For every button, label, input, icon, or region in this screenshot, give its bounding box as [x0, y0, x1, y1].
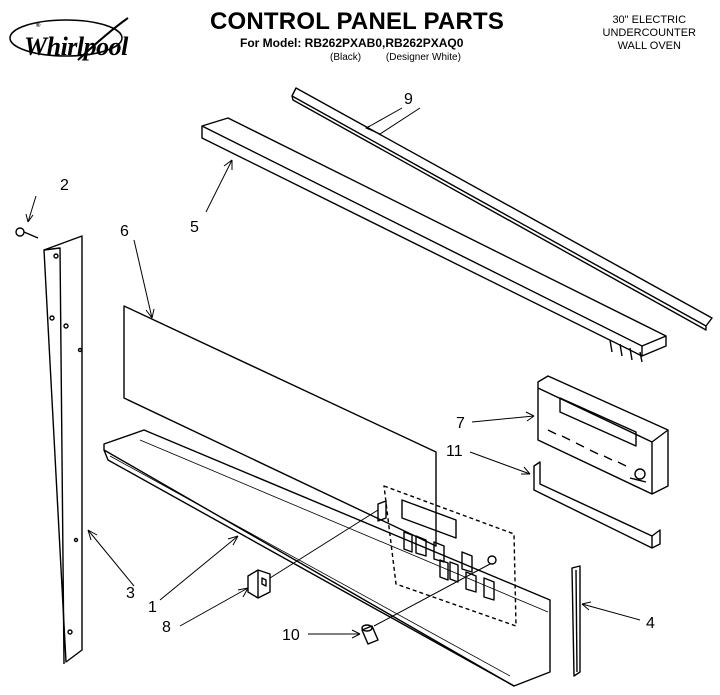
- leader-9b: [379, 107, 421, 135]
- product-line-3: WALL OVEN: [617, 40, 681, 52]
- product-line-1: 30" ELECTRIC: [612, 14, 687, 26]
- leader-4: [581, 603, 641, 621]
- part-8-switch: [247, 569, 271, 599]
- product-line-2: UNDERCOUNTER: [602, 27, 697, 39]
- leader-9: [365, 107, 403, 135]
- logo-registered: ®: [36, 23, 41, 29]
- leader-7: [471, 415, 535, 423]
- variant-black: (Black): [330, 52, 362, 63]
- callout-3: 3: [126, 585, 135, 602]
- callout-2: 2: [60, 177, 69, 194]
- leader-1: [159, 535, 239, 601]
- part-4-vertical-strip: [571, 565, 581, 677]
- arrow-8-icon: [237, 587, 249, 598]
- logo-wordmark: Whirlpool: [24, 32, 128, 61]
- leader-11: [469, 451, 531, 475]
- callout-8: 8: [162, 619, 171, 636]
- callout-1: 1: [148, 599, 157, 616]
- part-10-knob: [361, 624, 379, 645]
- part-6-panel-overlay: [123, 305, 437, 547]
- model-line: For Model: RB262PXAB0,RB262PXAQ0: [240, 36, 464, 50]
- callout-4: 4: [646, 615, 655, 632]
- part-1-control-panel: [103, 429, 551, 687]
- arrow-10-icon: [351, 629, 361, 639]
- page-title: CONTROL PANEL PARTS: [210, 8, 505, 35]
- part-2-screw: [15, 227, 39, 239]
- callout-6: 6: [120, 223, 129, 240]
- product-description: 30" ELECTRIC UNDERCOUNTER WALL OVEN: [603, 14, 697, 53]
- arrow-6-icon: [145, 308, 155, 319]
- part-3-side-rail: [43, 235, 83, 665]
- arrow-5-icon: [223, 159, 233, 170]
- leader-6: [133, 239, 153, 319]
- leader-5: [205, 159, 233, 213]
- leader-1b: [269, 509, 379, 579]
- callout-9: 9: [404, 91, 413, 108]
- variant-white: (Designer White): [385, 52, 461, 63]
- leader-3: [87, 529, 135, 587]
- callout-7: 7: [456, 415, 465, 432]
- leader-10b: [373, 563, 491, 627]
- callout-10: 10: [282, 627, 300, 644]
- part-9-trim-strip: [291, 87, 713, 331]
- leader-2: [27, 195, 37, 223]
- part-5-top-channel: [201, 117, 667, 363]
- whirlpool-logo: ® Whirlpool: [8, 12, 138, 64]
- variant-line: (Black) (Designer White): [330, 52, 483, 63]
- leader-8: [179, 587, 249, 627]
- arrow-4-icon: [581, 601, 592, 611]
- arrow-7-icon: [525, 411, 535, 422]
- callout-5: 5: [190, 219, 199, 236]
- logo-swoosh-icon: [9, 17, 129, 61]
- part-11-bracket: [533, 461, 661, 549]
- arrow-3-icon: [87, 529, 98, 541]
- arrow-11-icon: [521, 466, 531, 475]
- arrow-2-icon: [25, 213, 34, 223]
- part-7-electronic-control: [537, 375, 669, 495]
- callout-11: 11: [446, 443, 463, 460]
- arrow-1-icon: [227, 535, 239, 546]
